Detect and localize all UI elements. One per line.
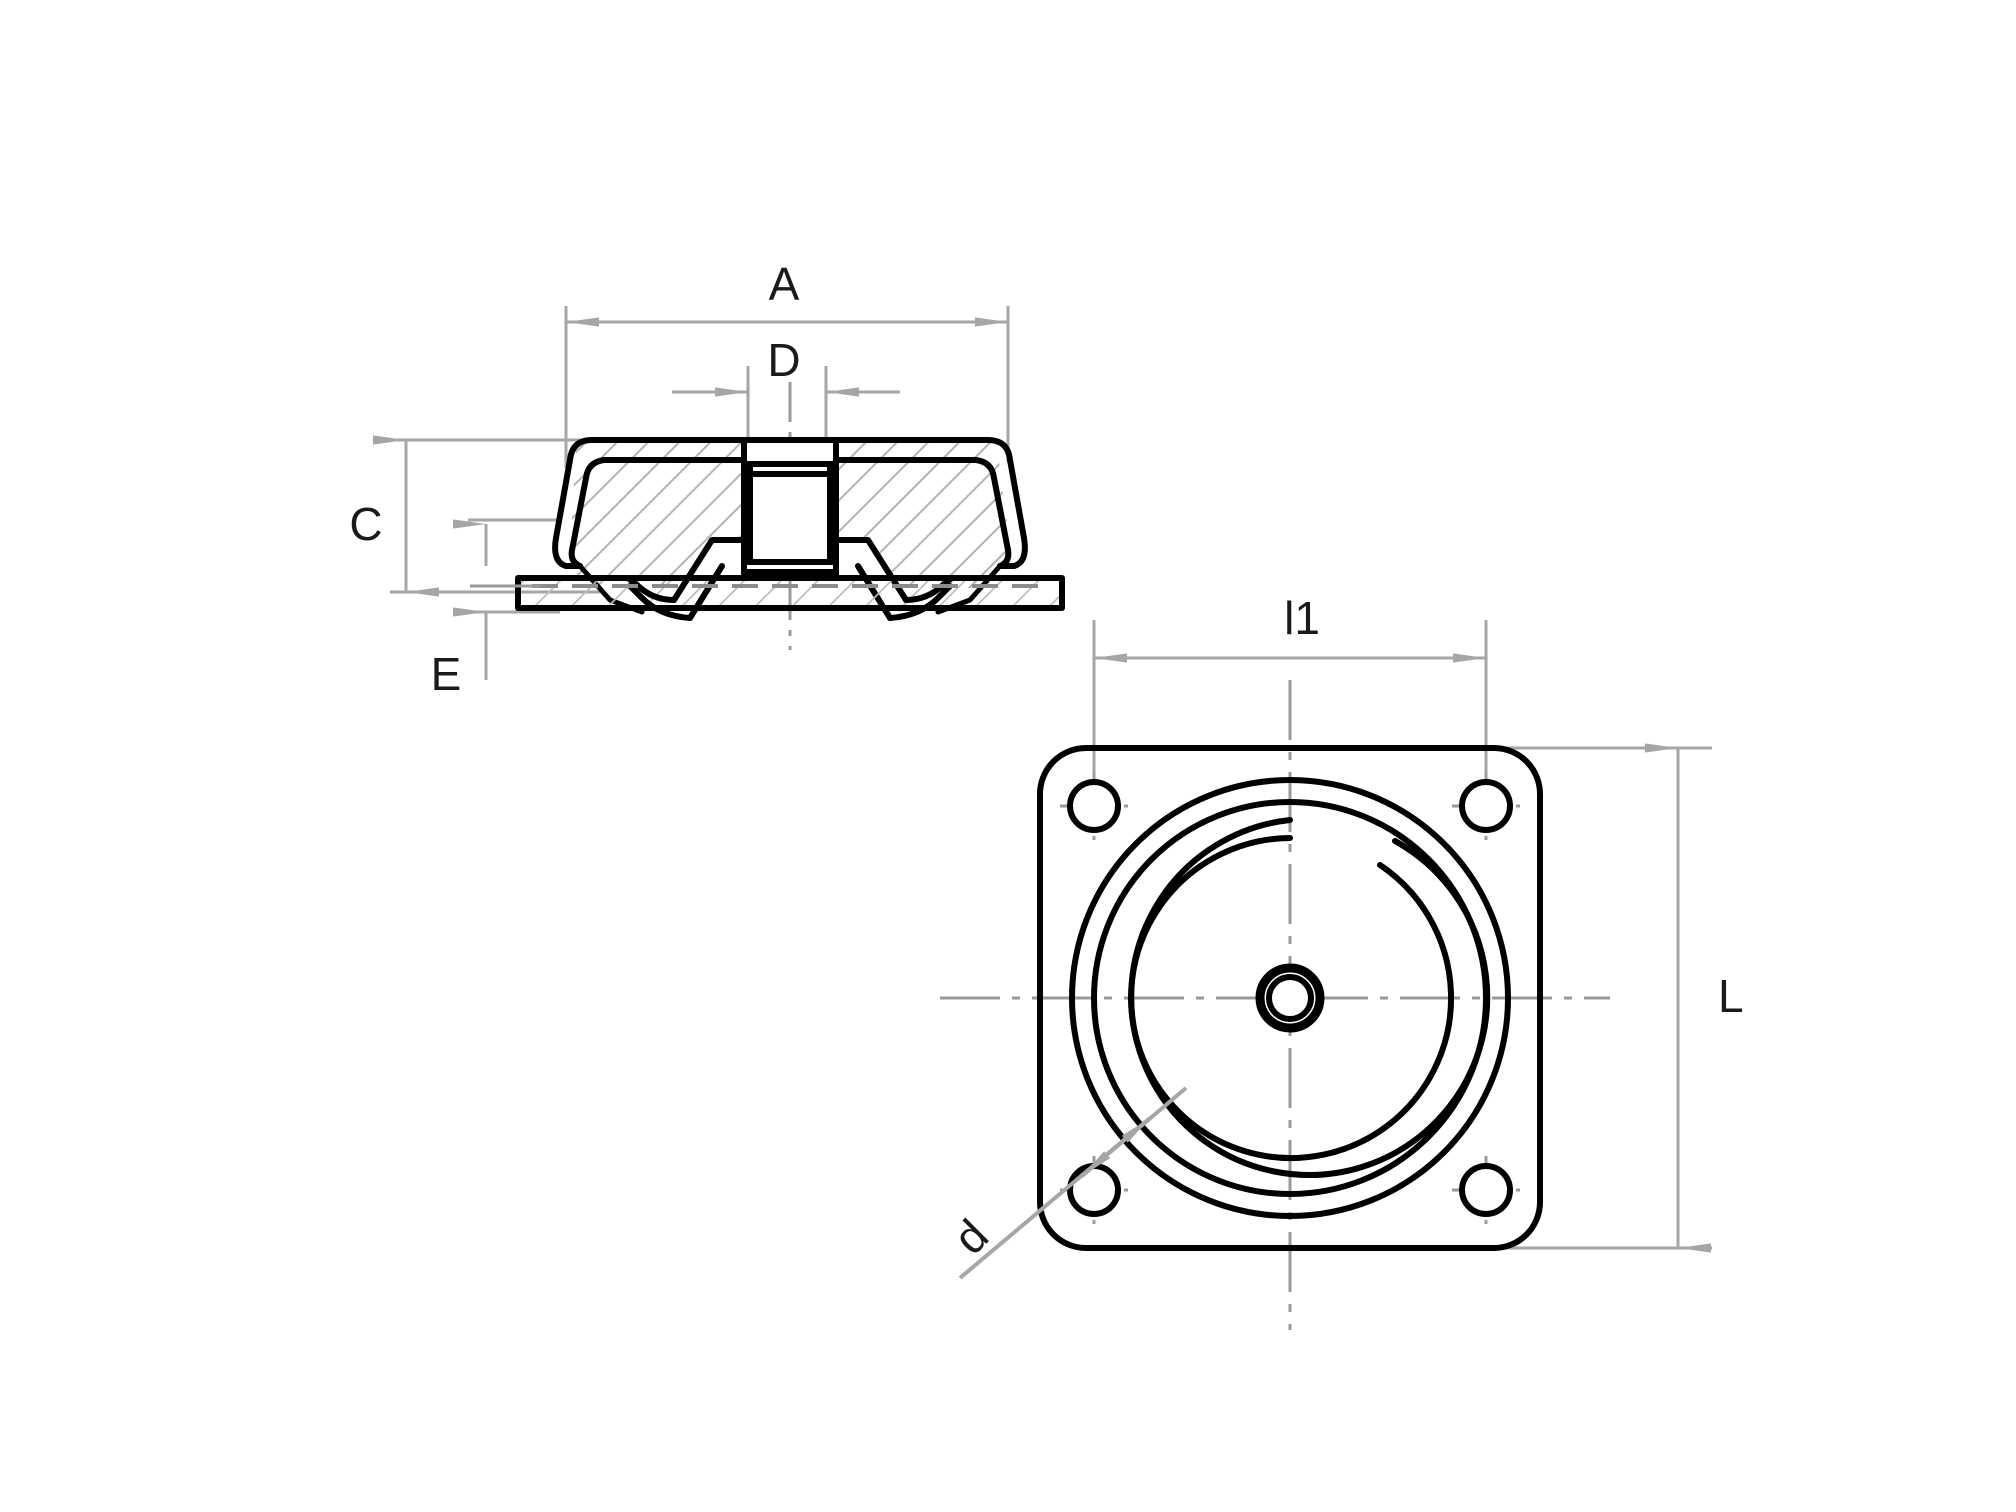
dimension-L: L xyxy=(1645,743,1744,1253)
dimension-D: D xyxy=(672,334,900,397)
plan-base-plate-outline xyxy=(1037,745,1543,1251)
dimension-A: A xyxy=(566,258,1008,327)
bolt-base xyxy=(741,559,839,575)
section-view-group: A D C E xyxy=(349,258,1065,700)
base-foot-right-inner xyxy=(887,583,953,621)
plan-bolt-hole-top-right xyxy=(1459,779,1513,833)
right-inner-top-edge xyxy=(833,457,1012,569)
dimension-label-E: E xyxy=(431,648,462,700)
dimension-label-L: L xyxy=(1718,970,1744,1022)
plan-view-group: l1 L xyxy=(940,592,1744,1330)
plan-inner-arc-upper xyxy=(1128,817,1491,1178)
section-base-plate xyxy=(515,575,1065,621)
plan-bolt-hole-bottom-left xyxy=(1067,1163,1121,1217)
bolt-shank xyxy=(747,471,833,565)
base-plate-hatch xyxy=(518,578,1062,608)
left-outer-top-edge xyxy=(552,437,747,569)
section-body-right-hatch xyxy=(836,440,1011,588)
plan-outer-body-circle xyxy=(1069,777,1511,1219)
dimension-label-A: A xyxy=(769,258,800,310)
dimension-label-C: C xyxy=(349,498,382,550)
dimension-label-l1: l1 xyxy=(1284,592,1320,644)
left-inner-top-edge xyxy=(568,457,747,569)
plan-bolt-hole-top-left xyxy=(1067,779,1121,833)
dimension-E: E xyxy=(431,519,488,700)
section-body-left-hatch xyxy=(569,440,744,588)
dimension-C: C xyxy=(349,435,439,597)
dimension-label-d: d xyxy=(943,1209,998,1264)
right-outer-top-edge xyxy=(833,437,1028,569)
plan-center-hole-inner xyxy=(1266,974,1314,1022)
base-foot-left-inner xyxy=(627,583,693,621)
dimension-l1: l1 xyxy=(1094,592,1486,663)
leader-line-d-upper xyxy=(1080,1086,1188,1178)
dimension-label-D: D xyxy=(767,334,800,386)
plan-extension-lines xyxy=(1092,620,1712,1250)
plan-bolt-hole-bottom-right xyxy=(1459,1163,1513,1217)
plan-inner-arc-lower xyxy=(1128,835,1455,1161)
bolt-head xyxy=(741,437,839,467)
section-center-bolt xyxy=(741,437,839,575)
base-plate-outline xyxy=(515,575,1065,611)
